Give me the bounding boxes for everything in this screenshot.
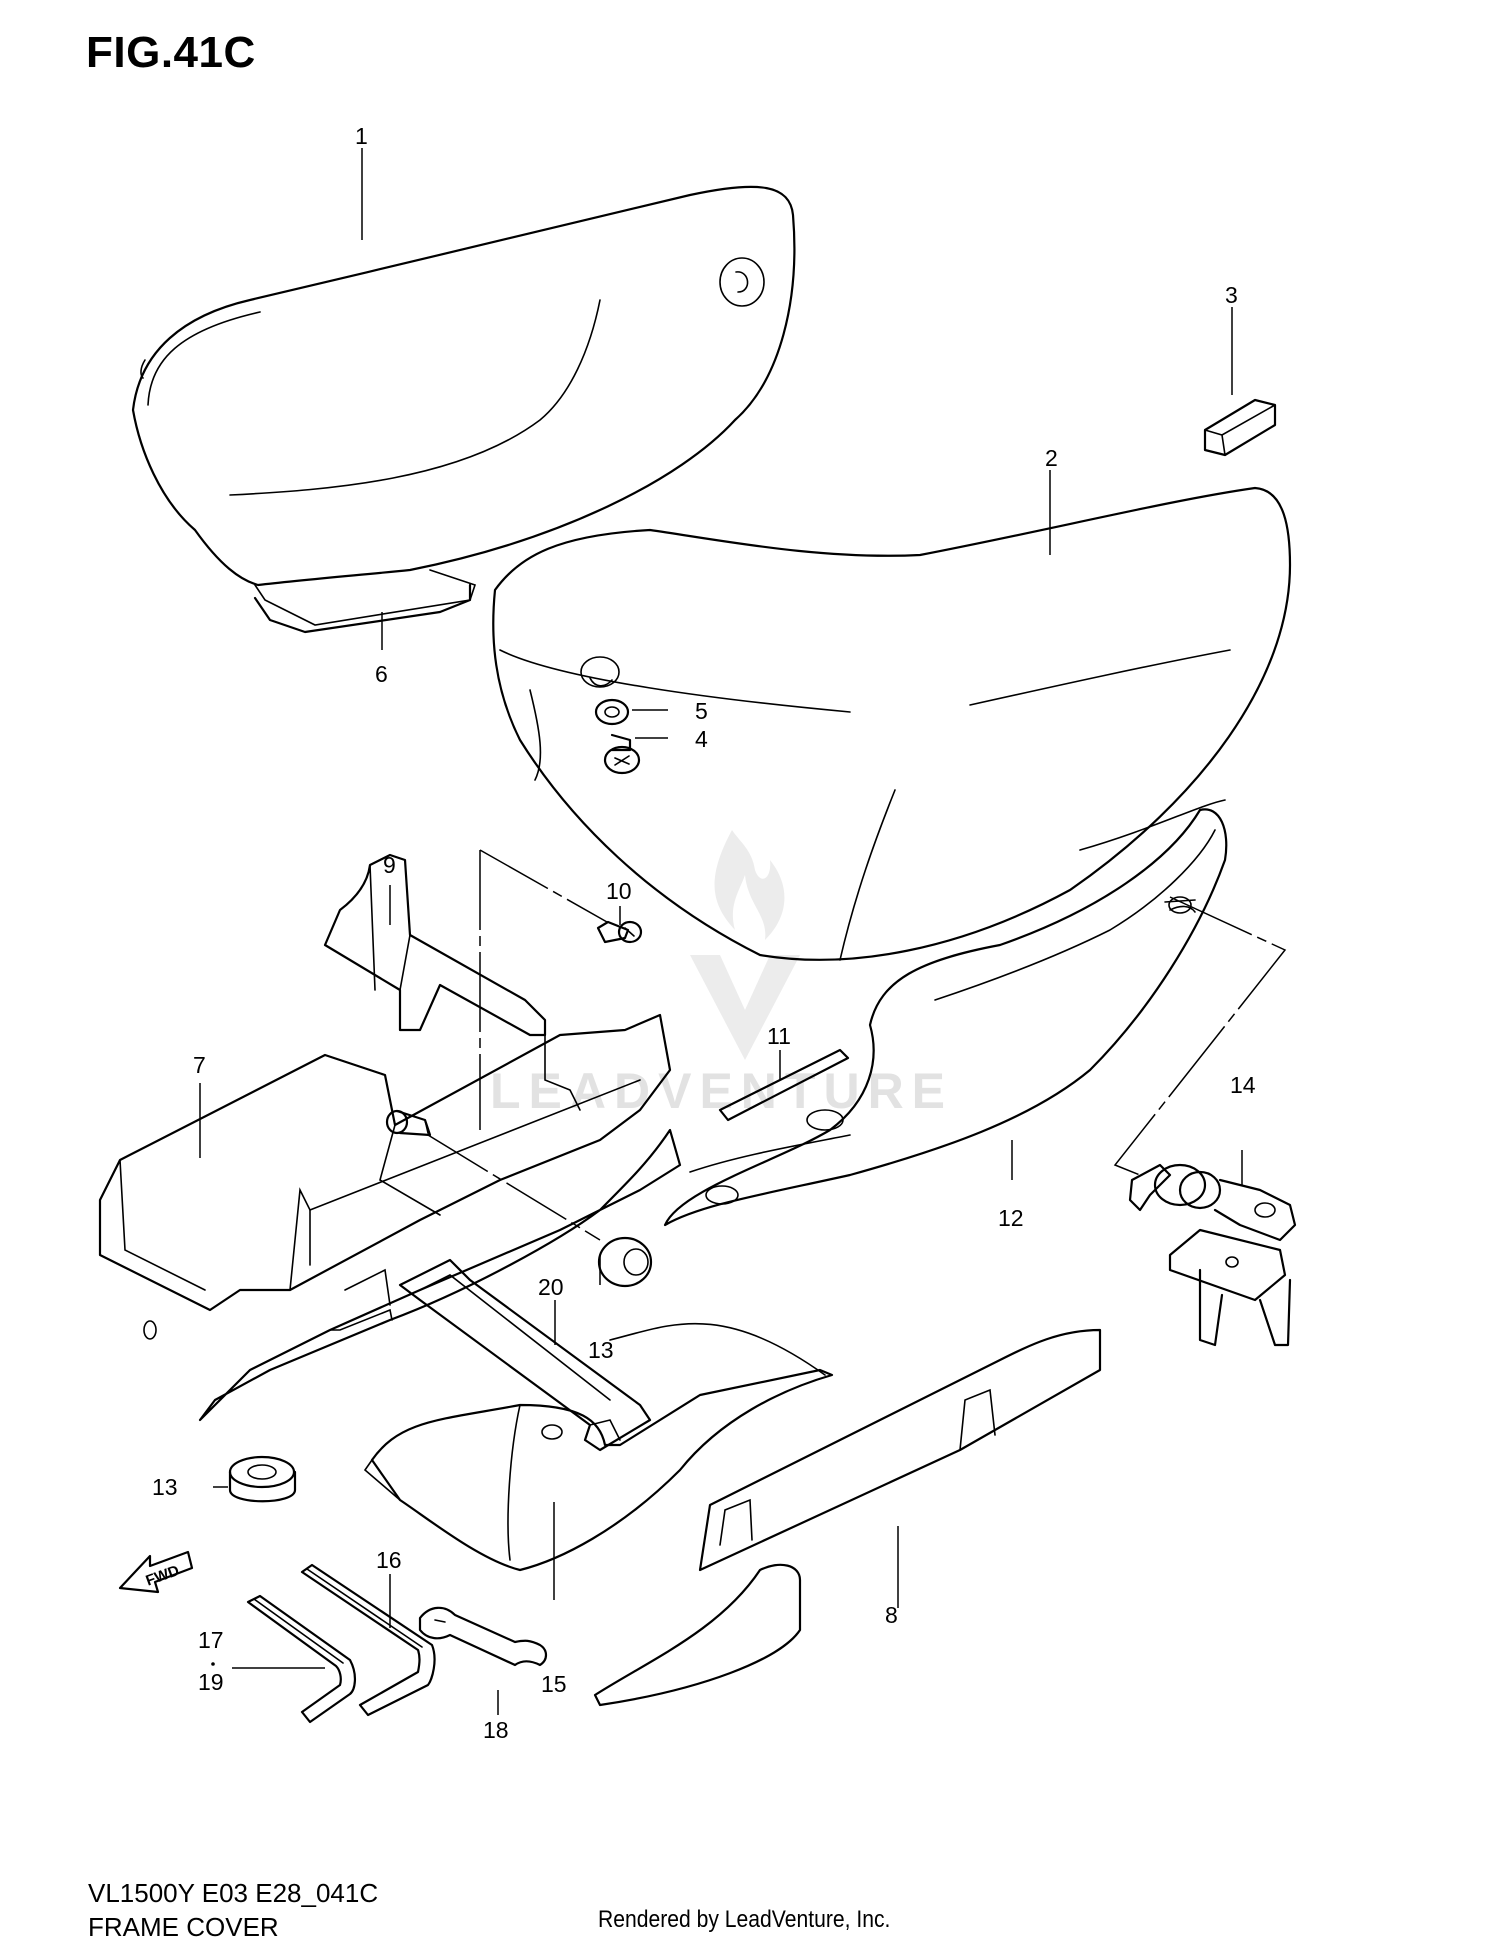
callout-7: 7 <box>193 1052 206 1078</box>
callout-1: 1 <box>355 123 368 149</box>
callout-2: 2 <box>1045 445 1058 471</box>
callout-13-upper: 13 <box>588 1337 614 1363</box>
callout-9: 9 <box>383 852 396 878</box>
part-12-lower-side-cover[interactable] <box>663 799 1228 1227</box>
callout-labels: 1 2 3 5 4 6 9 10 7 11 14 12 20 13 13 16 … <box>152 123 1256 1743</box>
callout-10: 10 <box>606 878 632 904</box>
callout-17-19-dot <box>211 1662 215 1666</box>
part-18-spanner[interactable] <box>418 1606 548 1667</box>
model-code: VL1500Y E03 E28_041C <box>88 1878 379 1908</box>
callout-5: 5 <box>695 698 708 724</box>
figure-title: FIG.41C <box>86 28 256 77</box>
rendered-by-credit: Rendered by LeadVenture, Inc. <box>598 1906 891 1933</box>
part-11-rubber-strip[interactable] <box>718 1048 850 1122</box>
watermark-flame-icon <box>714 830 785 940</box>
callout-18: 18 <box>483 1717 509 1743</box>
part-9-tool-bracket[interactable] <box>323 853 547 1037</box>
leadventure-watermark: LEADVENTURE <box>490 830 945 1119</box>
callout-14: 14 <box>1230 1072 1256 1098</box>
callout-8: 8 <box>885 1602 898 1628</box>
callout-11: 11 <box>767 1023 791 1049</box>
part-14-lock-set[interactable] <box>1128 1163 1297 1347</box>
part-8-lower-guard[interactable] <box>198 1128 1102 1707</box>
part-17-19-hex-wrench[interactable] <box>246 1594 356 1724</box>
mounting-pin-left[interactable] <box>385 1109 432 1137</box>
callout-19: 19 <box>198 1669 224 1695</box>
callout-16: 16 <box>376 1547 402 1573</box>
part-20-tool-strap[interactable] <box>398 1258 652 1452</box>
part-3-cushion[interactable] <box>1203 398 1277 457</box>
part-7-tool-box[interactable] <box>98 1013 672 1340</box>
part-4-screw[interactable] <box>603 733 641 775</box>
callout-15: 15 <box>541 1671 567 1697</box>
callout-13-lower: 13 <box>152 1474 178 1500</box>
part-13-grommet-lower[interactable] <box>228 1455 297 1503</box>
section-name: FRAME COVER <box>88 1912 279 1941</box>
callout-17: 17 <box>198 1627 224 1653</box>
part-16-hex-wrench[interactable] <box>300 1563 436 1717</box>
part-10-screw[interactable] <box>596 920 643 944</box>
part-2-right-frame-cover[interactable] <box>492 486 1292 961</box>
leader-lines <box>199 148 1287 1715</box>
callout-6: 6 <box>375 661 388 687</box>
part-5-grommet[interactable] <box>594 698 630 726</box>
part-1-left-frame-cover[interactable] <box>131 185 796 626</box>
part-6-cover-pad[interactable] <box>253 583 472 634</box>
callout-4: 4 <box>695 726 708 752</box>
callout-20: 20 <box>538 1274 564 1300</box>
fwd-arrow-icon: FWD <box>118 1550 194 1594</box>
part-13-grommet-upper[interactable] <box>597 1236 653 1288</box>
part-15-tool-bag[interactable] <box>363 1322 834 1572</box>
callout-12: 12 <box>998 1205 1024 1231</box>
watermark-v-icon <box>690 955 800 1060</box>
callout-3: 3 <box>1225 282 1238 308</box>
